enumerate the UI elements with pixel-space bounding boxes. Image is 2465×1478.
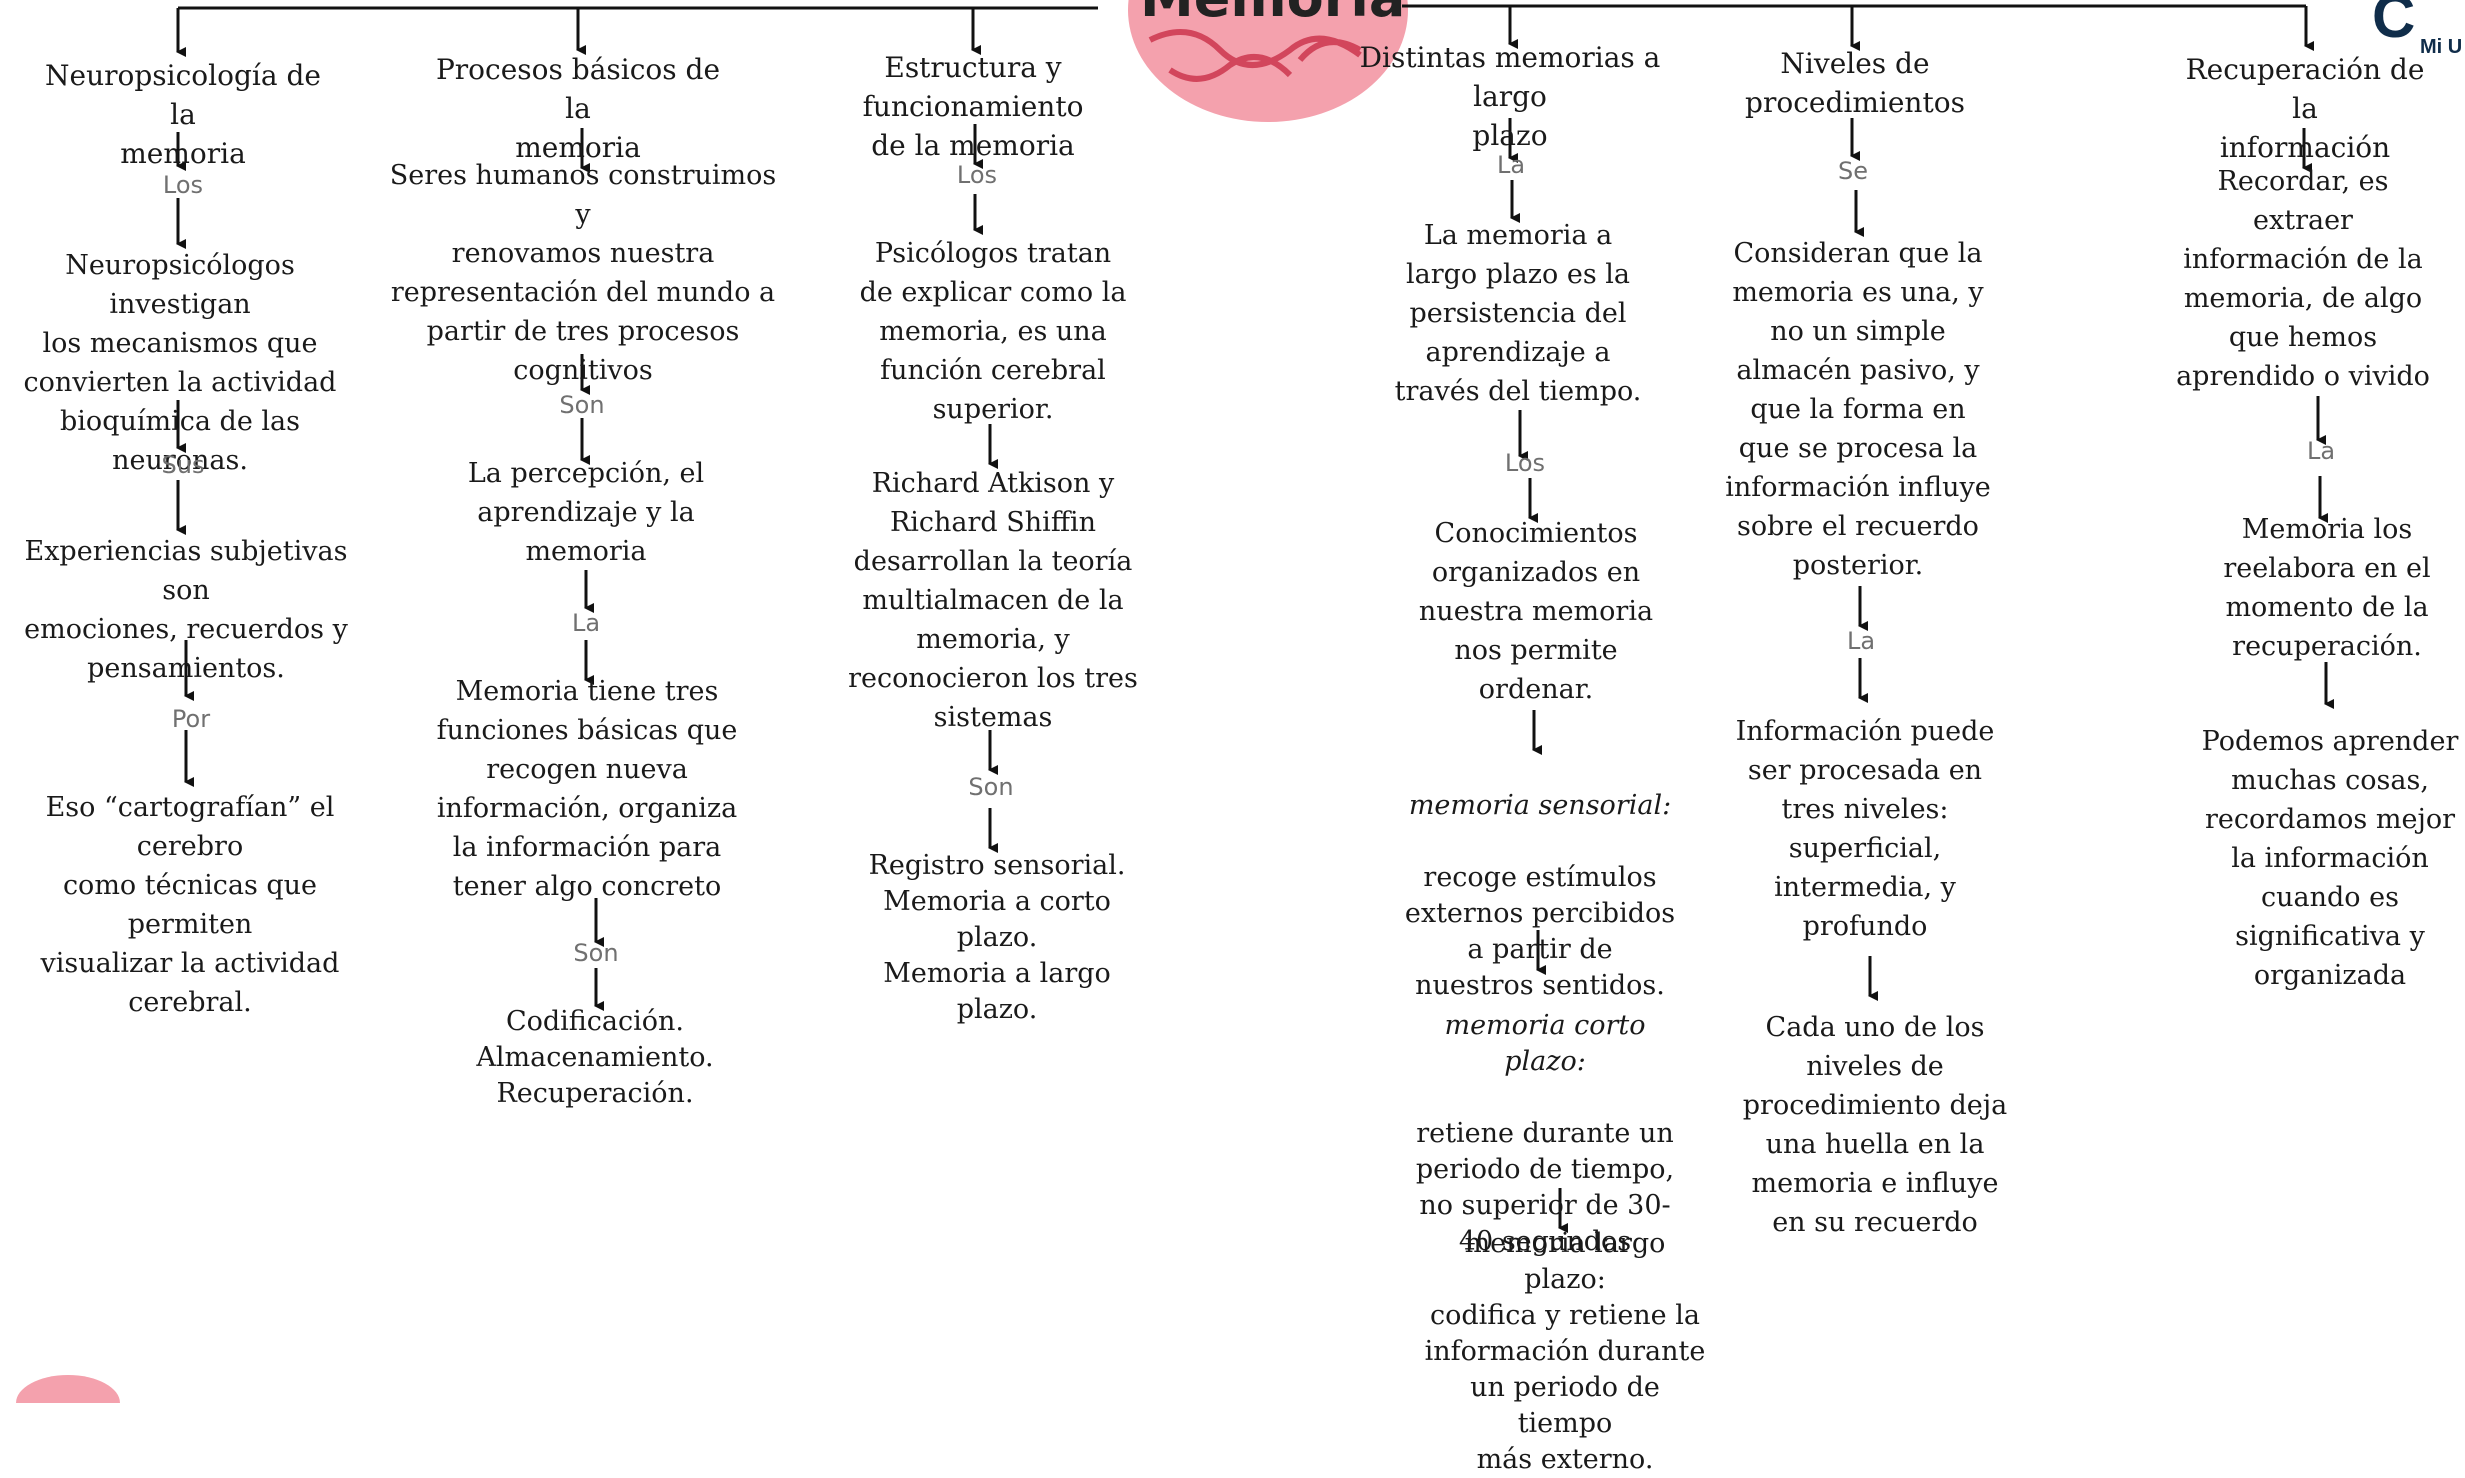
- node-codificacion: Codificación. Almacenamiento. Recuperaci…: [476, 1006, 714, 1109]
- node-recuperacion-header: Recuperación de la información: [2185, 53, 2425, 164]
- connector-los-2: Los: [956, 161, 998, 189]
- small-brain-icon: [16, 1375, 120, 1403]
- node-memoria-largo-plazo: memoria largo plazo: codifica y retiene …: [1424, 1228, 1706, 1475]
- connector-la-1: La: [571, 609, 601, 637]
- connector-son-1: Son: [559, 391, 605, 419]
- node-experiencias: Experiencias subjetivas son emociones, r…: [24, 536, 348, 684]
- node-memoria-sensorial: memoria sensorial: recoge estímulos exte…: [1390, 752, 1690, 1040]
- node-distintas-header: Distintas memorias a largo plazo: [1359, 41, 1661, 152]
- connector-por: Por: [171, 705, 211, 733]
- node-psicologos: Psicólogos tratan de explicar como la me…: [859, 238, 1127, 425]
- node-consideran: Consideran que la memoria es una, y no u…: [1725, 238, 1991, 581]
- logo-text: Mi U: [2420, 36, 2463, 58]
- node-huella: Cada uno de los niveles de procedimiento…: [1742, 1012, 2008, 1238]
- term-memoria-corto-plazo: memoria corto plazo:: [1444, 1010, 1646, 1077]
- def-memoria-sensorial: recoge estímulos externos percibidos a p…: [1404, 862, 1676, 1001]
- connector-son-2: Son: [573, 939, 619, 967]
- node-conocimientos: Conocimientos organizados en nuestra mem…: [1418, 518, 1654, 705]
- node-largo-plazo-definicion: La memoria a largo plazo es la persisten…: [1394, 220, 1642, 407]
- node-procesos-header: Procesos básicos de la memoria: [435, 53, 721, 164]
- node-recordar: Recordar, es extraer información de la m…: [2176, 166, 2430, 392]
- node-podemos-aprender: Podemos aprender muchas cosas, recordamo…: [2201, 726, 2459, 991]
- connector-la-3: La: [1846, 627, 1876, 655]
- connector-son-3: Son: [968, 773, 1014, 801]
- def-memoria-corto-plazo: retiene durante un periodo de tiempo, no…: [1415, 1118, 1675, 1257]
- connector-la-2: La: [1496, 151, 1526, 179]
- connector-los: Los: [162, 171, 204, 199]
- connector-sus: Sus: [161, 451, 205, 479]
- connector-se: Se: [1838, 157, 1868, 185]
- term-memoria-sensorial: memoria sensorial:: [1408, 790, 1672, 821]
- connector-lines: [176, 4, 2334, 1233]
- node-funciones: Memoria tiene tres funciones básicas que…: [436, 676, 738, 902]
- node-reelabora: Memoria los reelabora en el momento de l…: [2223, 514, 2431, 662]
- node-estructura-header: Estructura y funcionamiento de la memori…: [862, 51, 1084, 162]
- node-informacion-niveles: Información puede ser procesada en tres …: [1735, 716, 1995, 942]
- connector-la-4: La: [2306, 437, 2336, 465]
- node-cartografian: Eso “cartografían” el cerebro como técni…: [40, 792, 340, 1018]
- node-atkison-shiffin: Richard Atkison y Richard Shiffin desarr…: [848, 468, 1138, 733]
- node-seres-humanos: Seres humanos construimos y renovamos nu…: [389, 160, 777, 386]
- node-neuropsicologia-header: Neuropsicología de la memoria: [45, 59, 321, 170]
- node-niveles-header: Niveles de procedimientos: [1745, 47, 1965, 119]
- node-sistemas: Registro sensorial. Memoria a corto plaz…: [868, 850, 1126, 1025]
- university-logo: C: [2372, 0, 2416, 50]
- node-neuropsicologos: Neuropsicólogos investigan los mecanismo…: [23, 250, 337, 476]
- connector-los-3: Los: [1504, 449, 1546, 477]
- brain-illustration: [1128, 0, 1408, 122]
- node-memoria-corto-plazo: memoria corto plazo: retiene durante un …: [1410, 972, 1680, 1296]
- node-percepcion: La percepción, el aprendizaje y la memor…: [467, 458, 705, 567]
